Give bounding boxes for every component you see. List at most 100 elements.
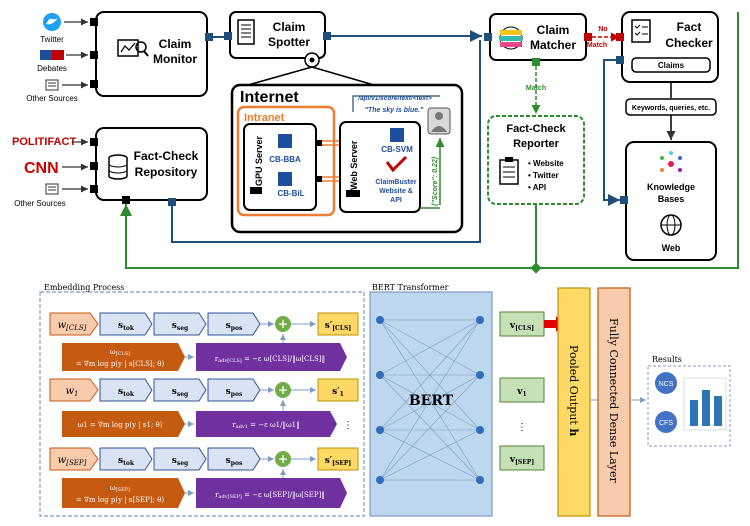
token-1 xyxy=(49,378,99,402)
svg-text:spos: spos xyxy=(226,321,243,332)
newspaper-icon xyxy=(45,183,59,195)
checklist-icon xyxy=(631,19,651,43)
mini-bar-chart xyxy=(683,377,727,431)
cb-bil-icon xyxy=(278,172,292,186)
ncs-label: NCS xyxy=(659,381,674,388)
factcheck-reporter-box: Fact-Check Reporter • Website • Twitter … xyxy=(487,115,585,205)
adv-embedding-cls xyxy=(317,312,359,336)
svg-text:v[SEP]: v[SEP] xyxy=(509,455,534,466)
svg-text:s′[SEP]: s′[SEP] xyxy=(325,456,352,467)
source-other: Other Sources xyxy=(26,79,78,103)
kb-title: Knowledge xyxy=(647,182,695,192)
knowledge-web-box: Knowledge Bases Web xyxy=(620,141,717,261)
elephant-icon xyxy=(52,50,64,60)
repository-title: Fact-Check xyxy=(134,149,199,163)
network-graph-icon xyxy=(660,151,682,172)
svg-text:ω1 = ∇m log p(y | s1; θ): ω1 = ∇m log p(y | s1; θ) xyxy=(78,421,163,429)
pos-embedding xyxy=(207,312,261,336)
claimbuster-check-icon xyxy=(385,155,408,173)
svg-text:stok: stok xyxy=(118,387,135,398)
donkey-icon xyxy=(40,50,52,60)
adv-embedding-sep xyxy=(317,447,359,471)
ncs-circle xyxy=(655,372,677,394)
gradient-sep xyxy=(62,478,185,508)
plus-icon xyxy=(275,316,291,332)
no-match-label-2: Match xyxy=(587,42,607,49)
source-twitter: Twitter xyxy=(40,13,64,44)
cb-site-label: ClaimBuster xyxy=(375,179,417,186)
intranet-title: Intranet xyxy=(244,112,285,124)
database-icon xyxy=(108,154,128,180)
svg-text:ω[CLS]: ω[CLS] xyxy=(110,348,130,357)
source-label: Other Sources xyxy=(14,199,66,208)
internet-box: Internet Intranet GPU Server CB-BBA CB-B… xyxy=(230,66,464,234)
v-cls xyxy=(499,311,545,337)
svg-text:sseg: sseg xyxy=(172,456,189,467)
claim-spotter-box: Claim Spotter xyxy=(224,11,331,68)
cb-bil-label: CB-BiL xyxy=(277,189,304,198)
svg-text:sseg: sseg xyxy=(172,321,189,332)
cfs-circle xyxy=(655,411,677,433)
cb-site-label-3: API xyxy=(390,197,402,204)
politifact-logo: POLITIFACT xyxy=(12,136,76,148)
source-cnn: CNN xyxy=(24,160,59,177)
source-politifact: POLITIFACT xyxy=(12,136,76,148)
internet-title: Internet xyxy=(240,89,299,106)
pooled-output-box xyxy=(557,287,591,517)
server-icon xyxy=(250,187,262,194)
pos-embedding xyxy=(207,447,261,471)
cnn-logo: CNN xyxy=(24,160,59,177)
reporter-item: • Website xyxy=(528,159,564,168)
svg-text:radv1 = −ε ω1/‖ω1‖: radv1 = −ε ω1/‖ω1‖ xyxy=(232,421,299,430)
embedding-row-1: w1 stok sseg spos + s′1 ω1 = ∇m log p(y … xyxy=(49,378,359,437)
fact-checker-title: Fact xyxy=(677,20,702,34)
dense-layer-box xyxy=(597,287,631,517)
pooled-output-label: Pooled Output h xyxy=(567,345,580,436)
cb-site-label-2: Website & xyxy=(379,188,413,195)
v-sep xyxy=(499,445,545,471)
source-other-2: Other Sources xyxy=(14,183,66,208)
cb-bba-icon xyxy=(278,134,292,148)
output-vectors: v[CLS] v1 ⋮ v[SEP] xyxy=(499,311,545,471)
web-server-box xyxy=(339,121,421,213)
plus-icon xyxy=(275,382,291,398)
cb-svm-icon xyxy=(390,128,404,142)
tok-embedding xyxy=(99,447,153,471)
reporter-title: Fact-Check xyxy=(506,123,566,135)
kb-title-2: Bases xyxy=(658,194,685,204)
newspaper-icon xyxy=(45,79,59,91)
tok-embedding xyxy=(99,312,153,336)
reporter-title-2: Reporter xyxy=(513,138,560,150)
perturbation-sep xyxy=(196,478,347,508)
svg-text:ω[SEP]: ω[SEP] xyxy=(110,484,130,493)
embedding-row-sep: w[SEP] stok sseg spos + s′[SEP] ω[SEP] =… xyxy=(49,447,359,508)
tok-embedding xyxy=(99,378,153,402)
cfs-label: CFS xyxy=(659,420,673,427)
svg-text:s′1: s′1 xyxy=(332,387,344,398)
svg-text:s′[CLS]: s′[CLS] xyxy=(325,321,352,332)
gradient-1 xyxy=(62,411,185,437)
svg-text:+: + xyxy=(278,317,288,331)
web-server-label: Web Server xyxy=(349,140,359,190)
cb-bba-label: CB-BBA xyxy=(269,155,301,164)
svg-text:sseg: sseg xyxy=(172,387,189,398)
document-icon xyxy=(237,19,255,45)
pos-embedding xyxy=(207,378,261,402)
match-label: Match xyxy=(526,85,546,92)
fact-checker-title-2: Checker xyxy=(665,36,713,50)
claim-spotter-title: Claim xyxy=(273,20,306,34)
claim-matcher-title: Claim xyxy=(537,23,570,37)
claims-label: Claims xyxy=(658,61,685,70)
svg-text:v1: v1 xyxy=(516,387,526,398)
no-match-label: No xyxy=(598,26,607,33)
globe-icon xyxy=(660,214,682,236)
user-icon xyxy=(427,107,451,135)
svg-text:stok: stok xyxy=(118,321,135,332)
v-1 xyxy=(499,377,545,403)
svg-text:spos: spos xyxy=(226,387,243,398)
embedding-title: Embedding Process xyxy=(44,283,124,292)
seg-embedding xyxy=(153,447,207,471)
svg-text:v[CLS]: v[CLS] xyxy=(509,321,534,332)
claim-spotter-title-2: Spotter xyxy=(268,35,310,49)
